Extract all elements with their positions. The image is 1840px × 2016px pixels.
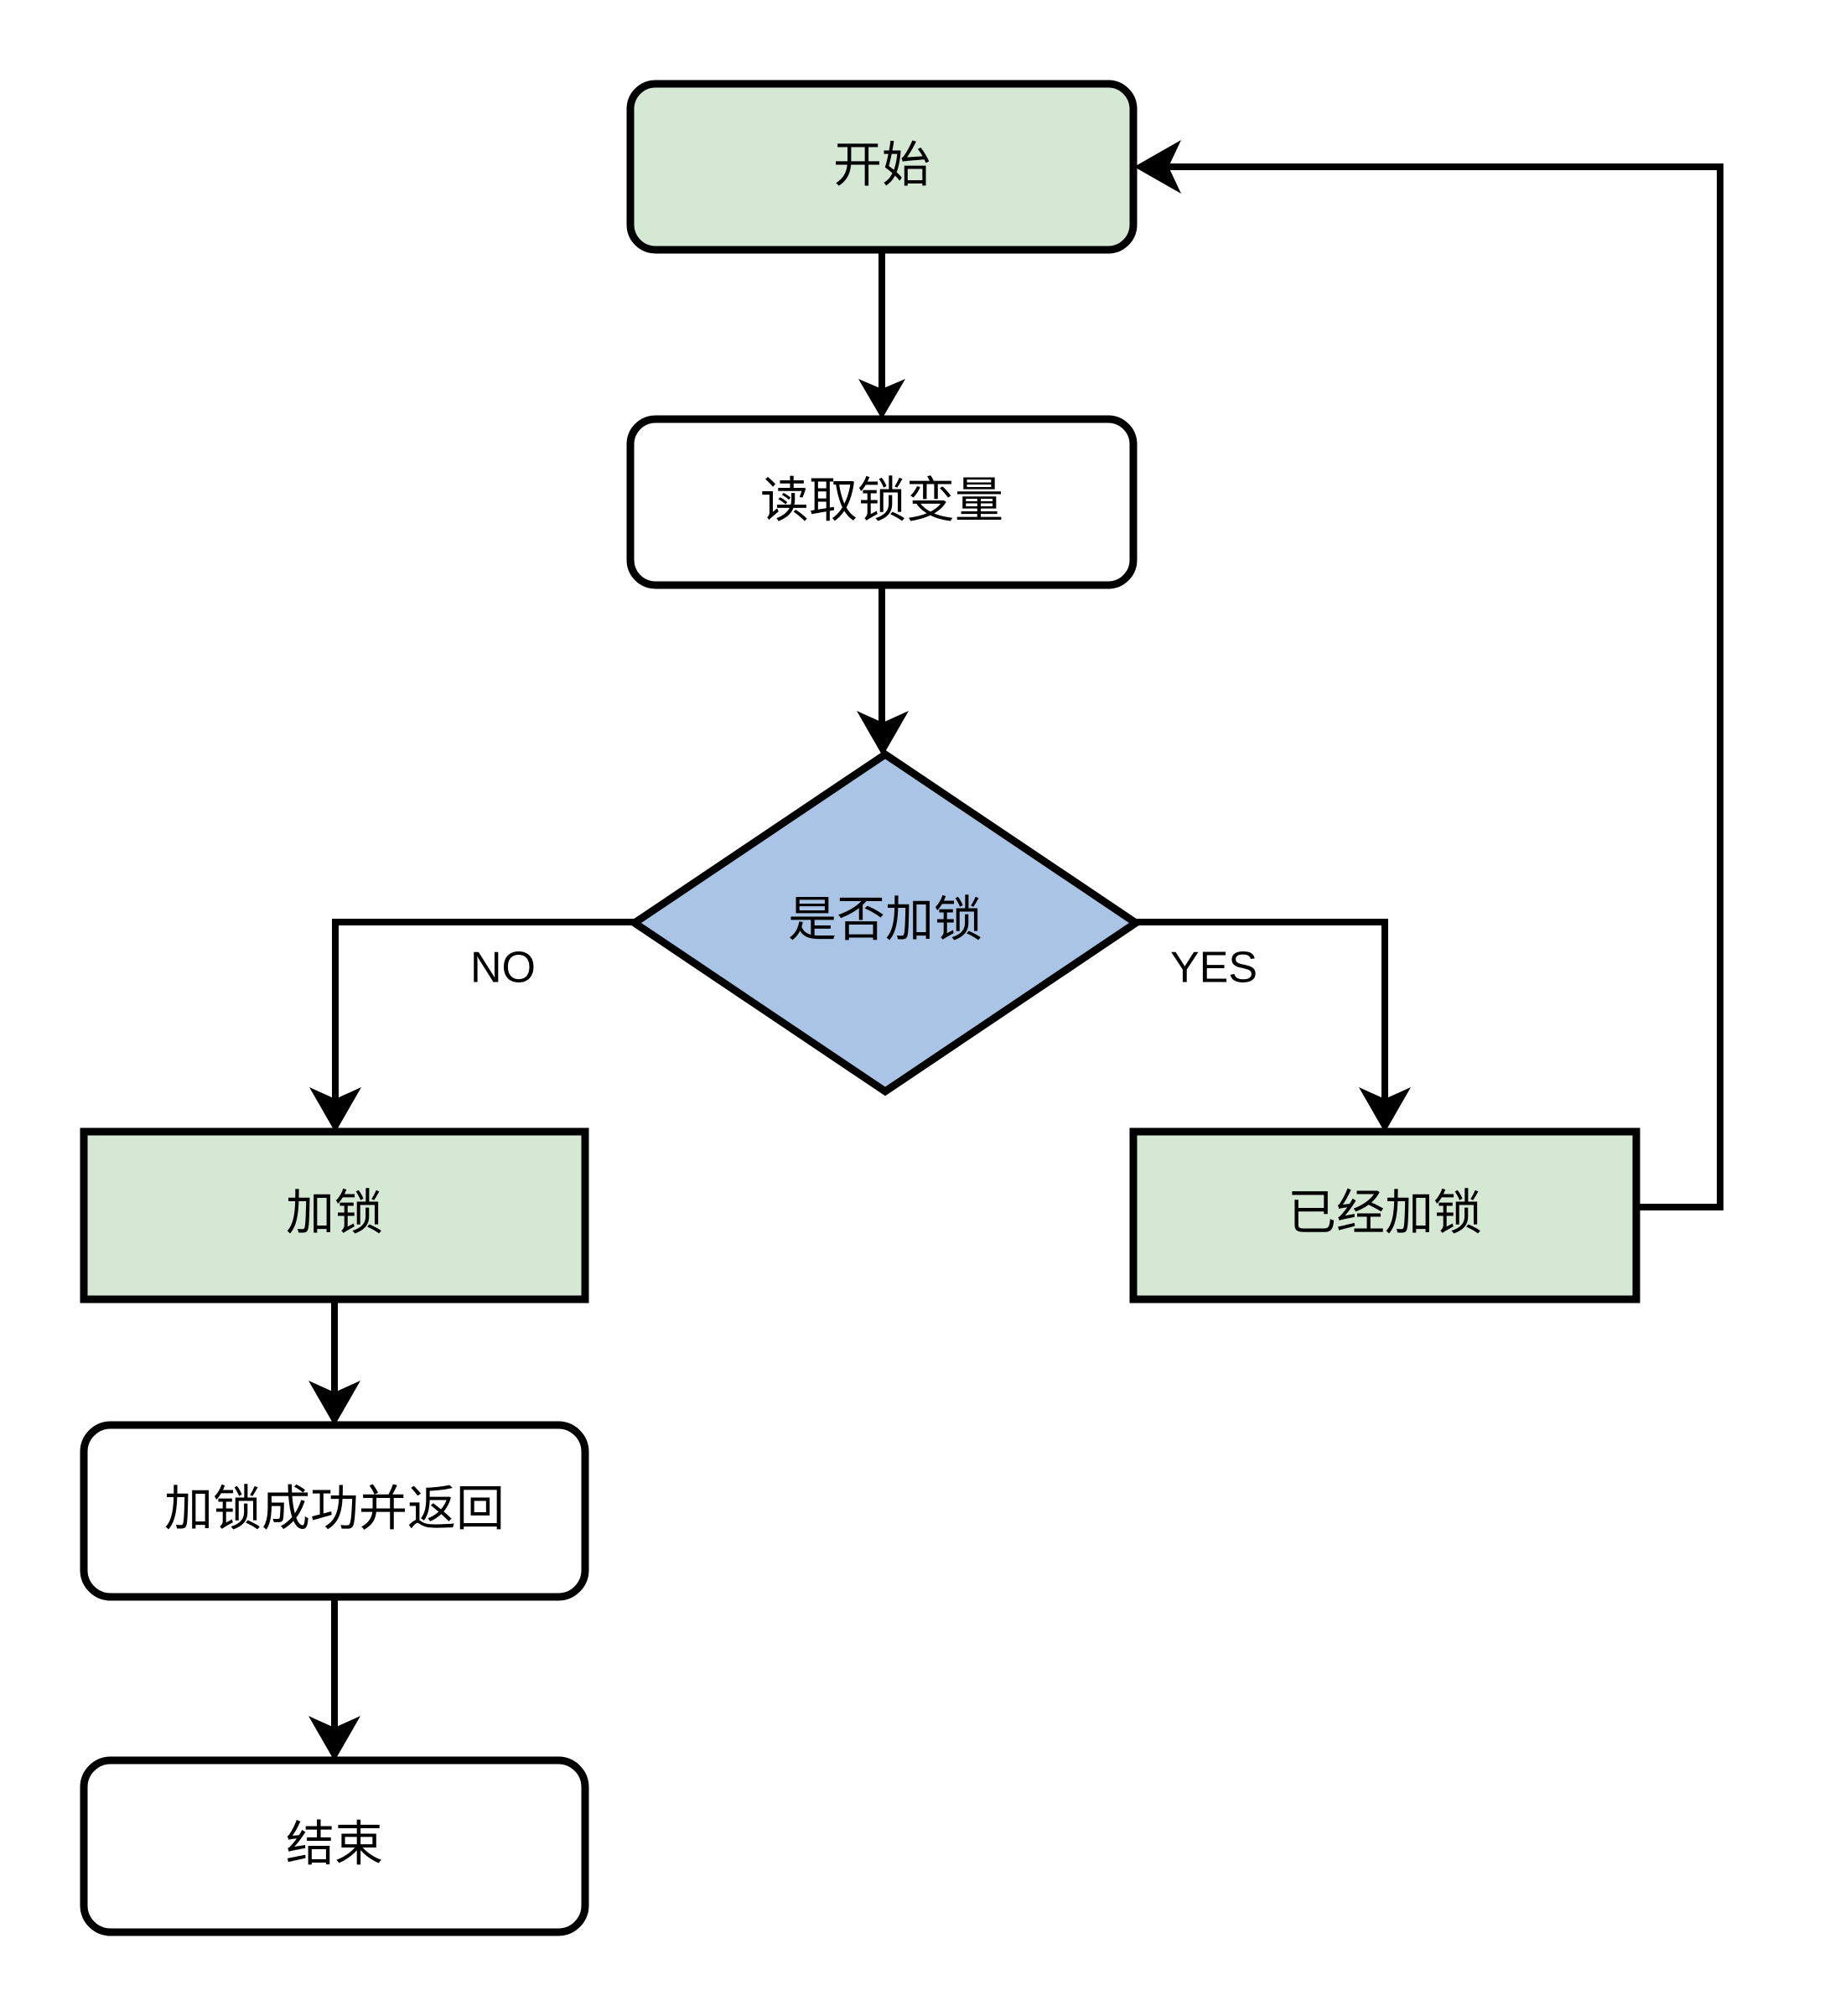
node-start[interactable]: 开始 bbox=[626, 80, 1138, 254]
node-lock-success-return-shape[interactable] bbox=[80, 1421, 589, 1601]
node-lock-success-return-label: 加锁成功并返回 bbox=[164, 1481, 505, 1536]
node-lock-shape[interactable] bbox=[80, 1127, 589, 1303]
edge-start-to-read-lock-var bbox=[858, 250, 905, 419]
node-end[interactable]: 结束 bbox=[80, 1756, 589, 1936]
node-lock-success-return[interactable]: 加锁成功并返回 bbox=[80, 1421, 589, 1601]
edge-label-yes: YES bbox=[1170, 944, 1257, 992]
edge-already-locked-to-start bbox=[1134, 140, 1723, 1210]
edge-label-no: NO bbox=[470, 944, 536, 992]
node-already-locked-shape[interactable] bbox=[1129, 1127, 1640, 1303]
node-already-locked-label: 已经加锁 bbox=[1288, 1185, 1482, 1240]
edge-decision-yes-to-already-locked bbox=[1136, 919, 1411, 1132]
node-is-locked-decision[interactable]: 是否加锁 bbox=[627, 749, 1143, 1096]
node-read-lock-var-label: 读取锁变量 bbox=[760, 473, 1003, 527]
node-end-shape[interactable] bbox=[80, 1756, 589, 1936]
node-start-shape[interactable] bbox=[626, 80, 1138, 254]
node-is-locked-shape[interactable] bbox=[627, 749, 1143, 1096]
node-read-lock-var[interactable]: 读取锁变量 bbox=[626, 415, 1138, 589]
node-end-label: 结束 bbox=[286, 1816, 383, 1871]
node-start-label: 开始 bbox=[833, 137, 930, 192]
edge-lock-success-to-end bbox=[308, 1597, 360, 1761]
edge-decision-no-to-lock bbox=[309, 919, 635, 1132]
edge-read-lock-var-to-decision bbox=[857, 585, 909, 756]
edge-lock-to-lock-success bbox=[308, 1299, 360, 1426]
node-is-locked-label: 是否加锁 bbox=[788, 892, 982, 946]
node-lock-label: 加锁 bbox=[286, 1185, 383, 1240]
node-lock[interactable]: 加锁 bbox=[80, 1127, 589, 1303]
node-already-locked[interactable]: 已经加锁 bbox=[1129, 1127, 1640, 1303]
node-read-lock-var-shape[interactable] bbox=[626, 415, 1138, 589]
